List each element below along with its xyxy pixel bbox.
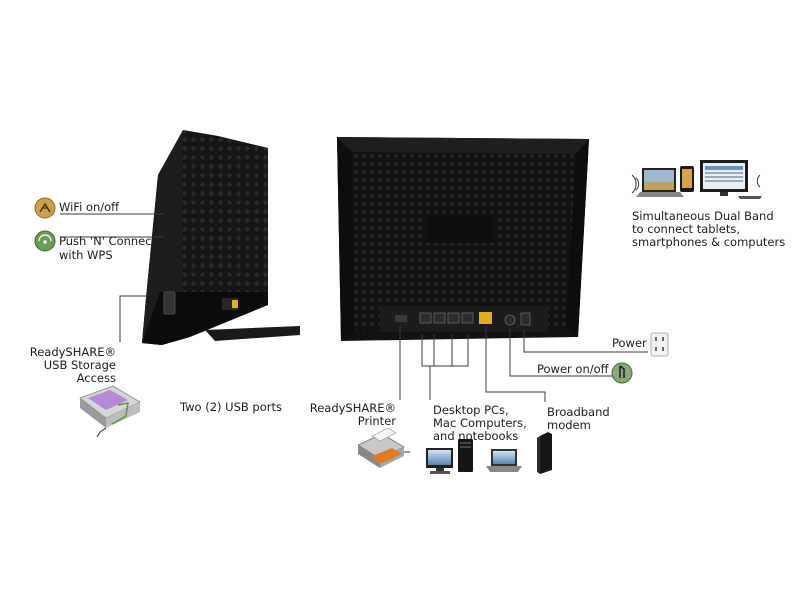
modem-label-line-1: Broadband bbox=[547, 405, 610, 419]
modem-icon bbox=[537, 432, 552, 474]
laptop-icon bbox=[486, 449, 522, 472]
desktop-label-line-3: and notebooks bbox=[433, 429, 519, 443]
connector-lines bbox=[60, 213, 648, 402]
dual-band-label-line-2: to connect tablets, bbox=[632, 222, 740, 236]
usb-storage-label-line-1: ReadySHARE® bbox=[29, 345, 116, 359]
usb-port-back bbox=[395, 315, 407, 322]
dual-band-label-line-1: Simultaneous Dual Band bbox=[632, 209, 774, 223]
printer-label-line-1: ReadySHARE® bbox=[309, 401, 396, 415]
usb-ports-label: Two (2) USB ports bbox=[180, 400, 282, 414]
dual-band-label-line-3: smartphones & computers bbox=[632, 235, 786, 249]
wifi-label: WiFi on/off bbox=[59, 200, 120, 214]
desktop-label-line-2: Mac Computers, bbox=[433, 416, 527, 430]
power-switch-icon bbox=[611, 362, 633, 384]
printer-label-line-2: Printer bbox=[357, 414, 396, 428]
modem-label-line-2: modem bbox=[547, 418, 591, 432]
wps-label-line-1: Push 'N' Connect bbox=[59, 234, 157, 248]
wps-label-line-2: with WPS bbox=[59, 248, 113, 262]
devices-icon bbox=[631, 160, 762, 199]
internet-port bbox=[479, 312, 492, 324]
usb-storage-label-line-2: USB Storage bbox=[43, 358, 116, 372]
router-stand bbox=[205, 326, 300, 341]
desktop-icon bbox=[426, 448, 453, 474]
wifi-button-icon bbox=[34, 197, 56, 219]
desktop-label-line-1: Desktop PCs, bbox=[433, 403, 509, 417]
printer-icon bbox=[357, 427, 410, 468]
usb-drive-icon bbox=[79, 385, 141, 438]
power-label: Power bbox=[612, 336, 647, 350]
router-back-view bbox=[337, 137, 589, 341]
usb-storage-label-line-3: Access bbox=[76, 371, 116, 385]
wps-button-icon bbox=[34, 230, 56, 252]
power-switch-label: Power on/off bbox=[537, 362, 609, 376]
tower-icon bbox=[458, 439, 473, 472]
router-side-view bbox=[142, 130, 300, 345]
power-outlet-icon bbox=[650, 332, 669, 357]
usb-port-side bbox=[163, 291, 176, 315]
